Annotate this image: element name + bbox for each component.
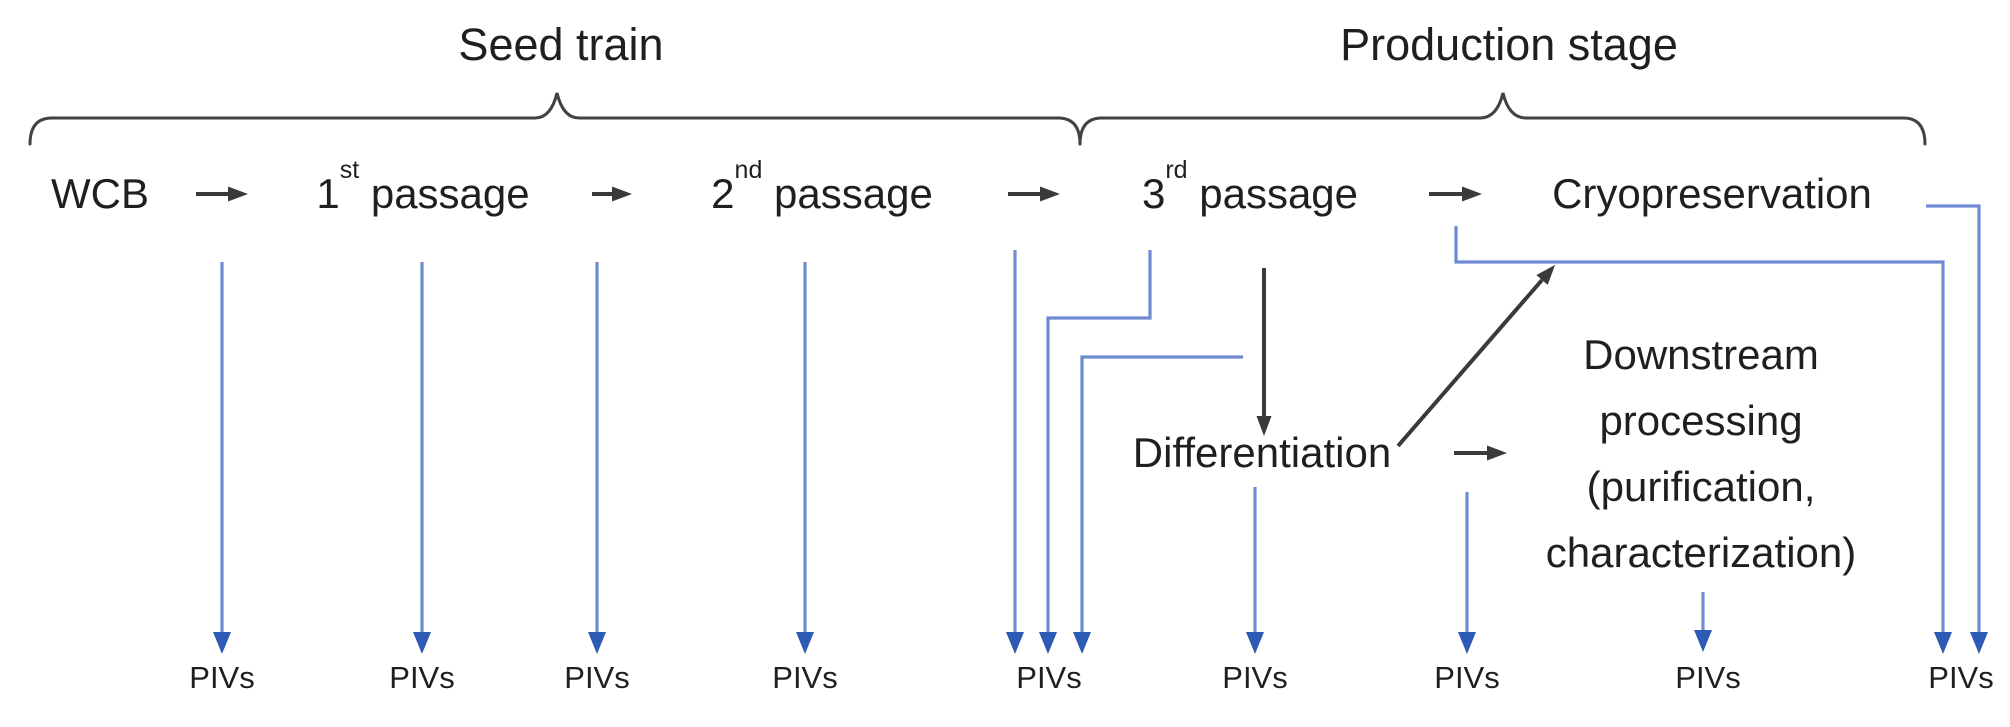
- stage-2nd-passage-word: passage: [762, 170, 933, 217]
- piv-label-7: PIVs: [1434, 660, 1500, 695]
- downstream-line-2: processing: [1599, 397, 1803, 444]
- piv-label-1: PIVs: [189, 660, 255, 695]
- downstream-line-3: (purification,: [1586, 463, 1816, 510]
- stage-1st-passage: 1st passage: [316, 158, 530, 219]
- stage-2nd-passage-number: 2: [711, 170, 735, 217]
- stage-1st-passage-ordinal: st: [339, 156, 360, 184]
- stage-3rd-passage-number: 3: [1141, 170, 1166, 217]
- piv-label-5: PIVs: [1016, 660, 1082, 695]
- seed-train-label: Seed train: [458, 19, 664, 70]
- production-stage-brace: [1078, 92, 1927, 146]
- stage-3rd-passage-word: passage: [1187, 170, 1359, 217]
- piv-label-2: PIVs: [389, 660, 455, 695]
- differentiation-label: Differentiation: [1132, 429, 1392, 476]
- stage-2nd-passage: 2nd passage: [711, 158, 933, 219]
- piv-label-8: PIVs: [1675, 660, 1741, 695]
- downstream-line-1: Downstream: [1583, 331, 1819, 378]
- stage-cryopreservation: Cryopreservation: [1552, 170, 1872, 217]
- piv-elbow-3rd-passage-right: [1073, 355, 1243, 654]
- piv-label-9: PIVs: [1928, 660, 1994, 695]
- piv-elbow-cryo-transition: [1454, 226, 1952, 654]
- production-stage-label: Production stage: [1340, 19, 1678, 70]
- stage-1st-passage-number: 1: [316, 170, 340, 217]
- seed-train-brace: [28, 92, 1082, 146]
- stage-wcb: WCB: [51, 170, 149, 217]
- stage-2nd-passage-ordinal: nd: [734, 156, 763, 184]
- stage-3rd-passage: 3rd passage: [1141, 158, 1359, 219]
- arrow-differentiation-to-cryopreservation: [1396, 264, 1556, 448]
- downstream-line-4: characterization): [1545, 529, 1857, 576]
- downstream-processing-label: Downstream processing (purification, cha…: [1546, 322, 1856, 586]
- piv-elbow-3rd-passage-left: [1039, 250, 1152, 654]
- stage-3rd-passage-ordinal: rd: [1165, 156, 1188, 184]
- piv-label-6: PIVs: [1222, 660, 1288, 695]
- piv-label-4: PIVs: [772, 660, 838, 695]
- piv-label-3: PIVs: [564, 660, 630, 695]
- stage-1st-passage-word: passage: [359, 170, 530, 217]
- piv-elbow-cryopreservation: [1926, 204, 1988, 654]
